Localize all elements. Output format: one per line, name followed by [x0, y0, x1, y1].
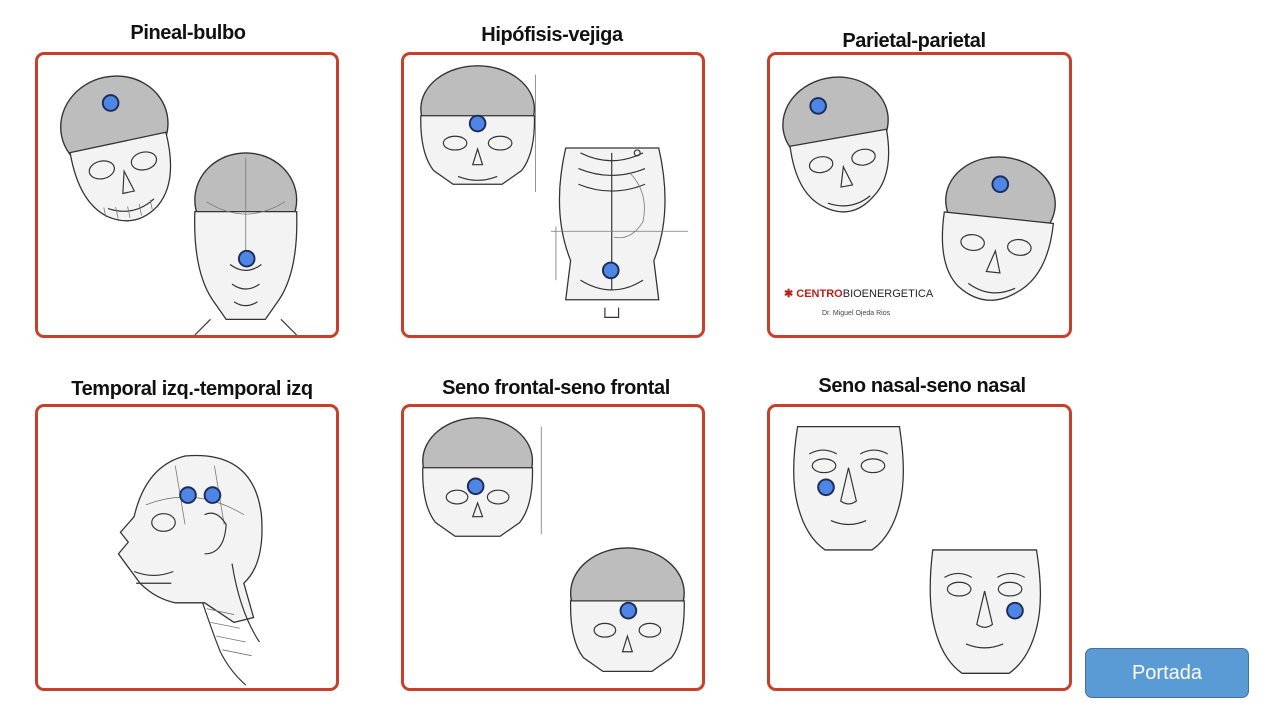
point-pineal: [101, 94, 120, 112]
panel-title-parietal-parietal: Parietal-parietal: [842, 30, 986, 52]
point-parietal-right: [991, 175, 1010, 194]
point-seno-frontal-1: [466, 477, 485, 496]
logo-brand-bold: CENTRO: [796, 288, 843, 300]
panel-temporal: [35, 404, 339, 691]
panel-seno-frontal: [401, 404, 705, 691]
point-parietal-left: [809, 97, 827, 115]
parietal-parietal-illustration: [782, 76, 1056, 301]
panel-title-seno-frontal: Seno frontal-seno frontal: [442, 377, 670, 399]
pineal-bulbo-illustration: [59, 75, 298, 335]
point-seno-frontal-2: [619, 601, 638, 620]
panel-title-hipofisis-vejiga: Hipófisis-vejiga: [481, 24, 623, 46]
seno-frontal-illustration: [422, 417, 685, 672]
point-hipofisis: [468, 114, 487, 133]
point-vejiga: [601, 261, 620, 280]
panel-title-seno-nasal: Seno nasal-seno nasal: [818, 375, 1026, 397]
logo-icon: ✱: [784, 288, 797, 300]
logo-brand-rest: BIOENERGETICA: [842, 288, 934, 300]
hipofisis-vejiga-illustration: [420, 65, 689, 318]
point-temporal-2: [203, 486, 222, 504]
seno-nasal-illustration: [793, 425, 1042, 674]
centro-bioenergetica-logo: ✱ CENTROBIOENERGETICA: [784, 287, 933, 300]
panel-hipofisis-vejiga: [401, 52, 705, 338]
panel-pineal-bulbo: [35, 52, 339, 338]
panel-title-pineal-bulbo: Pineal-bulbo: [130, 22, 246, 44]
portada-button[interactable]: Portada: [1085, 648, 1249, 698]
point-seno-nasal-2: [1006, 601, 1024, 620]
point-bulbo: [237, 249, 256, 268]
point-seno-nasal-1: [817, 478, 835, 497]
panel-title-temporal: Temporal izq.-temporal izq: [71, 378, 313, 400]
temporal-illustration: [117, 454, 263, 686]
point-temporal-1: [179, 486, 197, 504]
panel-seno-nasal: [767, 404, 1072, 691]
logo-subtitle: Dr. Miguel Ojeda Rios: [822, 310, 891, 317]
panel-parietal-parietal: ✱ CENTROBIOENERGETICA Dr. Miguel Ojeda R…: [767, 52, 1072, 338]
